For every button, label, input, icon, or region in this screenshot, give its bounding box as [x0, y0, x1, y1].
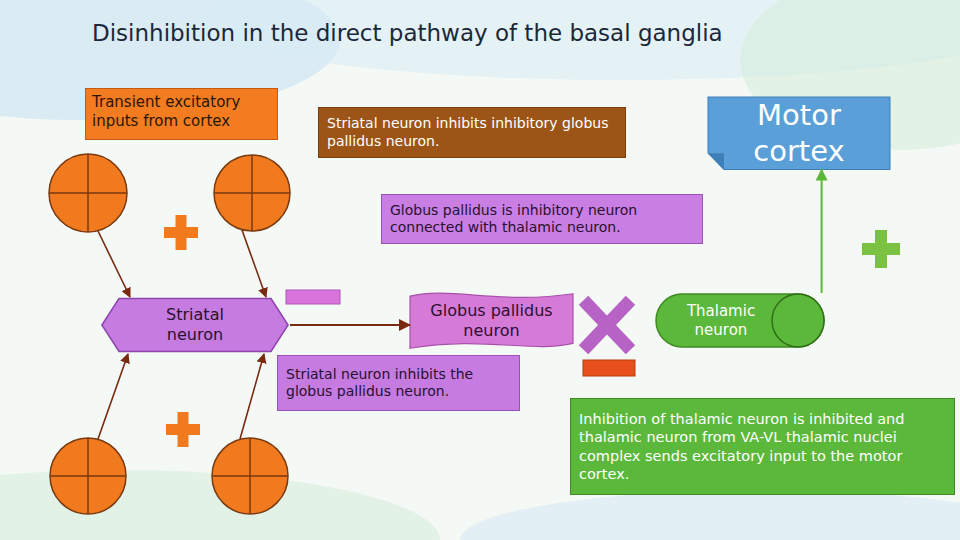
cortex-neuron — [212, 438, 288, 514]
plus-sign — [164, 215, 198, 250]
neuron-circle — [212, 438, 288, 514]
node-text: Inhibition of thalamic neuron is inhibit… — [579, 410, 946, 483]
plus-bar — [875, 230, 887, 268]
wave-shape — [410, 293, 573, 348]
input-arrow — [242, 230, 266, 297]
neuron-circle — [49, 154, 127, 232]
node-text: Globus pallidus is inhibitory neuron con… — [390, 202, 694, 237]
cylinder-body — [656, 294, 824, 347]
plus-bar — [178, 412, 189, 447]
note-box: Globus pallidus is inhibitory neuron con… — [381, 194, 703, 244]
node-text: Motor cortex — [718, 97, 880, 170]
neuron-circle — [214, 155, 290, 231]
cortex-neuron — [49, 154, 127, 232]
neuron-cross — [212, 475, 288, 477]
plus-bar — [176, 215, 187, 250]
node-text: Globus pallidus neuron — [430, 301, 553, 341]
folded-box-shape — [708, 97, 890, 170]
node-text: Thalamic neuron — [673, 302, 769, 340]
connector-arrow — [821, 170, 823, 294]
input-arrow — [98, 231, 130, 297]
node-text: Striatal neuron — [152, 305, 238, 345]
folded-corner — [708, 153, 724, 169]
minus-sign — [583, 360, 635, 376]
hexagon-shape — [102, 299, 288, 352]
block-cross — [588, 305, 626, 345]
cortex-neuron — [50, 438, 126, 514]
note-box: Inhibition of thalamic neuron is inhibit… — [570, 398, 955, 495]
cortex-neuron — [214, 155, 290, 231]
neuron-cylinder: Thalamic neuron — [655, 293, 825, 348]
neuron-cross — [49, 192, 127, 194]
cortex-box: Motor cortex — [708, 97, 890, 170]
node-text: Transient excitatory inputs from cortex — [92, 93, 271, 131]
node-text: Striatal neuron inhibits inhibitory glob… — [327, 115, 617, 150]
minus-sign — [286, 290, 340, 304]
note-box: Transient excitatory inputs from cortex — [85, 88, 278, 140]
neuron-circle — [50, 438, 126, 514]
cylinder-end — [772, 294, 824, 347]
cross-stroke — [588, 305, 626, 345]
watercolor-wash — [460, 490, 960, 540]
note-box: Striatal neuron inhibits the globus pall… — [277, 355, 520, 411]
node-text: Striatal neuron inhibits the globus pall… — [286, 366, 511, 401]
cross-stroke — [588, 305, 626, 345]
plus-sign — [862, 230, 900, 268]
neuron-cross — [50, 475, 126, 477]
neuron-hexagon: Striatal neuron — [100, 298, 290, 352]
connector-arrow — [290, 324, 410, 326]
plus-sign — [166, 412, 200, 447]
input-arrow — [98, 354, 128, 439]
diagram-title: Disinhibition in the direct pathway of t… — [92, 20, 723, 46]
neuron-cross — [214, 192, 290, 194]
input-arrow — [240, 354, 264, 439]
note-box: Striatal neuron inhibits inhibitory glob… — [318, 107, 626, 158]
neuron-flag: Globus pallidus neuron — [410, 290, 573, 352]
